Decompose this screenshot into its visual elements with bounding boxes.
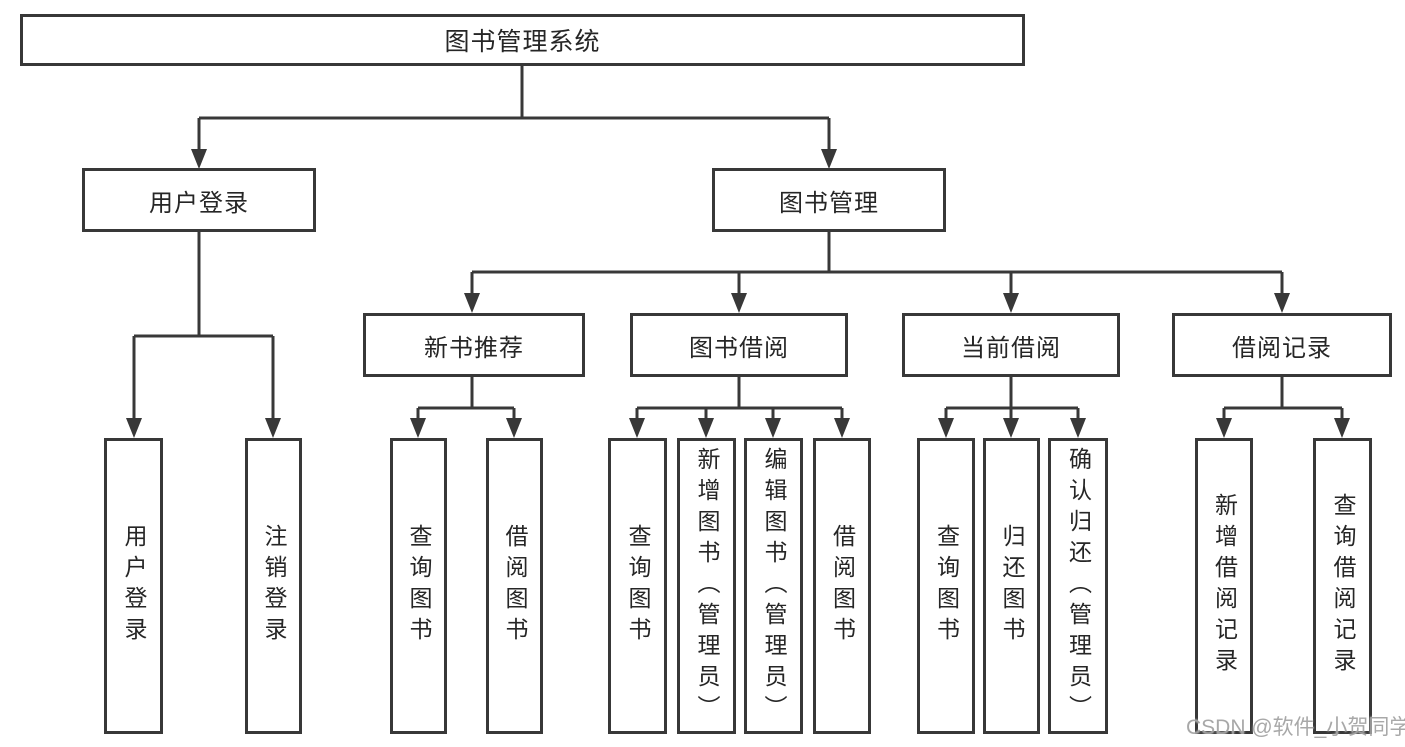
leaf-current-confirm-return-admin: 确认归还（管理员） (1048, 438, 1108, 734)
leaf-current-return-books-label: 归还图书 (999, 524, 1025, 648)
leaf-borrowing-borrow-books-label: 借阅图书 (829, 524, 856, 648)
edge-records-to-leaves (1216, 377, 1350, 438)
node-current-borrowing-label: 当前借阅 (961, 334, 1061, 362)
node-root: 图书管理系统 (20, 14, 1025, 66)
leaf-newbooks-borrow-books-label: 借阅图书 (502, 524, 528, 648)
leaf-records-add-record-label: 新增借阅记录 (1211, 493, 1238, 679)
edge-root-to-level2 (191, 66, 837, 169)
edge-user-login-to-leaves (126, 232, 281, 438)
node-new-book-recommend-label: 新书推荐 (424, 334, 524, 362)
leaf-borrowing-add-books-admin: 新增图书（管理员） (677, 438, 736, 734)
leaf-borrowing-edit-books-admin-label: 编辑图书（管理员） (761, 446, 787, 726)
node-user-login-label: 用户登录 (149, 189, 249, 217)
leaf-user-login: 用户登录 (104, 438, 163, 734)
leaf-newbooks-query-books: 查询图书 (390, 438, 447, 734)
node-new-book-recommend: 新书推荐 (363, 313, 585, 377)
leaf-newbooks-borrow-books: 借阅图书 (486, 438, 543, 734)
node-book-management: 图书管理 (712, 168, 946, 232)
edge-current-to-leaves (938, 377, 1086, 438)
leaf-logout-label: 注销登录 (261, 524, 287, 648)
edge-borrowing-to-leaves (629, 377, 850, 438)
node-current-borrowing: 当前借阅 (902, 313, 1120, 377)
leaf-current-return-books: 归还图书 (983, 438, 1040, 734)
node-root-label: 图书管理系统 (444, 28, 601, 56)
node-borrow-records-label: 借阅记录 (1232, 334, 1332, 362)
leaf-records-add-record: 新增借阅记录 (1195, 438, 1253, 734)
edge-book-mgmt-to-level3 (464, 232, 1290, 313)
leaf-user-login-label: 用户登录 (121, 524, 147, 648)
leaf-current-confirm-return-admin-label: 确认归还（管理员） (1065, 446, 1092, 726)
node-book-borrowing: 图书借阅 (630, 313, 848, 377)
node-book-borrowing-label: 图书借阅 (689, 334, 789, 362)
leaf-logout: 注销登录 (245, 438, 302, 734)
leaf-borrowing-borrow-books: 借阅图书 (813, 438, 871, 734)
leaf-borrowing-add-books-admin-label: 新增图书（管理员） (694, 446, 720, 726)
leaf-current-query-books-label: 查询图书 (933, 524, 960, 648)
leaf-newbooks-query-books-label: 查询图书 (406, 524, 432, 648)
node-book-management-label: 图书管理 (779, 189, 879, 217)
csdn-watermark: CSDN @软件_小贺同学 (1186, 716, 1405, 739)
leaf-borrowing-query-books-label: 查询图书 (625, 524, 651, 648)
leaf-current-query-books: 查询图书 (917, 438, 975, 734)
leaf-borrowing-query-books: 查询图书 (608, 438, 667, 734)
leaf-records-query-record: 查询借阅记录 (1313, 438, 1372, 734)
leaf-borrowing-edit-books-admin: 编辑图书（管理员） (744, 438, 803, 734)
node-borrow-records: 借阅记录 (1172, 313, 1392, 377)
node-user-login: 用户登录 (82, 168, 316, 232)
leaf-records-query-record-label: 查询借阅记录 (1330, 493, 1356, 679)
edge-new-books-to-leaves (410, 377, 522, 438)
